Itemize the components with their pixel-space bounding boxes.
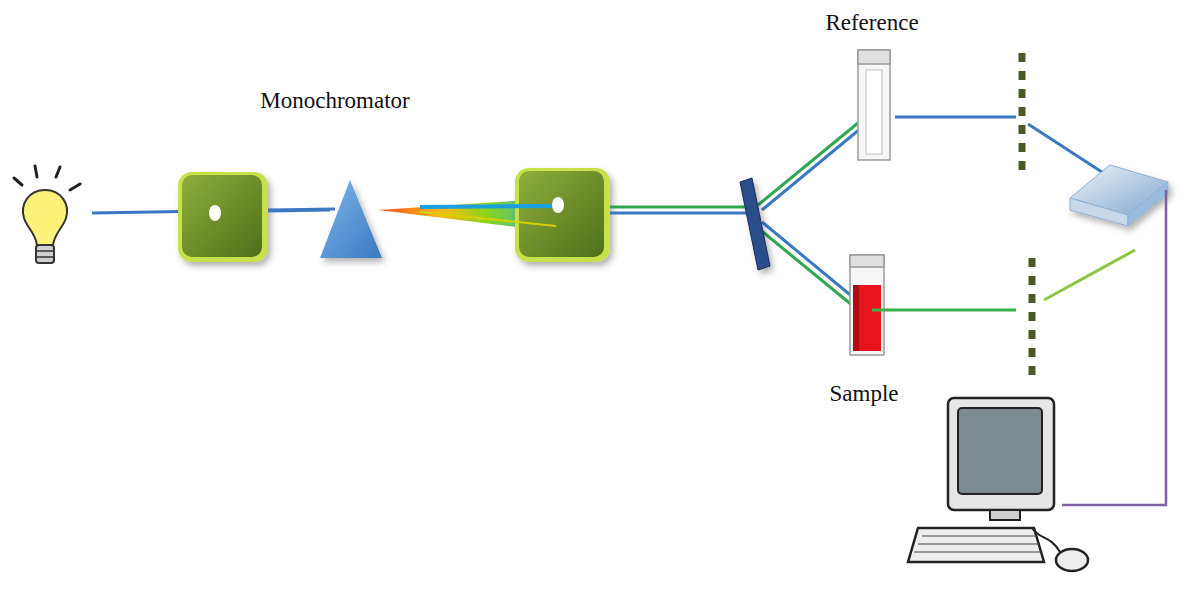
part-label: Sample (830, 381, 899, 406)
beam-splitter (740, 178, 770, 270)
part-label: Reference (825, 10, 918, 35)
light-bulb (14, 166, 80, 263)
prism (320, 180, 382, 258)
detector (1070, 165, 1168, 226)
light-beam (1044, 250, 1135, 300)
light-beam (610, 212, 748, 215)
slit-hole (552, 197, 564, 213)
light-beam (762, 129, 860, 210)
exit-slit (515, 168, 610, 262)
sample-cuvette (850, 255, 884, 355)
light-beam (1028, 124, 1108, 176)
signal-cable (1062, 190, 1166, 505)
exit-slit-dashed (1029, 258, 1036, 380)
part-label: Monochromator (260, 88, 409, 113)
light-beam (872, 309, 1016, 312)
light-beam (895, 116, 1016, 119)
light-beam (762, 222, 860, 303)
light-beam (758, 123, 858, 205)
light-beam (758, 228, 858, 310)
light-beam (420, 212, 556, 226)
light-beam (420, 206, 556, 207)
light-beam (268, 210, 330, 211)
light-beam (610, 206, 748, 209)
entrance-slit (178, 172, 268, 262)
reference-cuvette (858, 50, 890, 160)
exit-slit-dashed (1019, 53, 1026, 172)
computer (908, 398, 1088, 571)
